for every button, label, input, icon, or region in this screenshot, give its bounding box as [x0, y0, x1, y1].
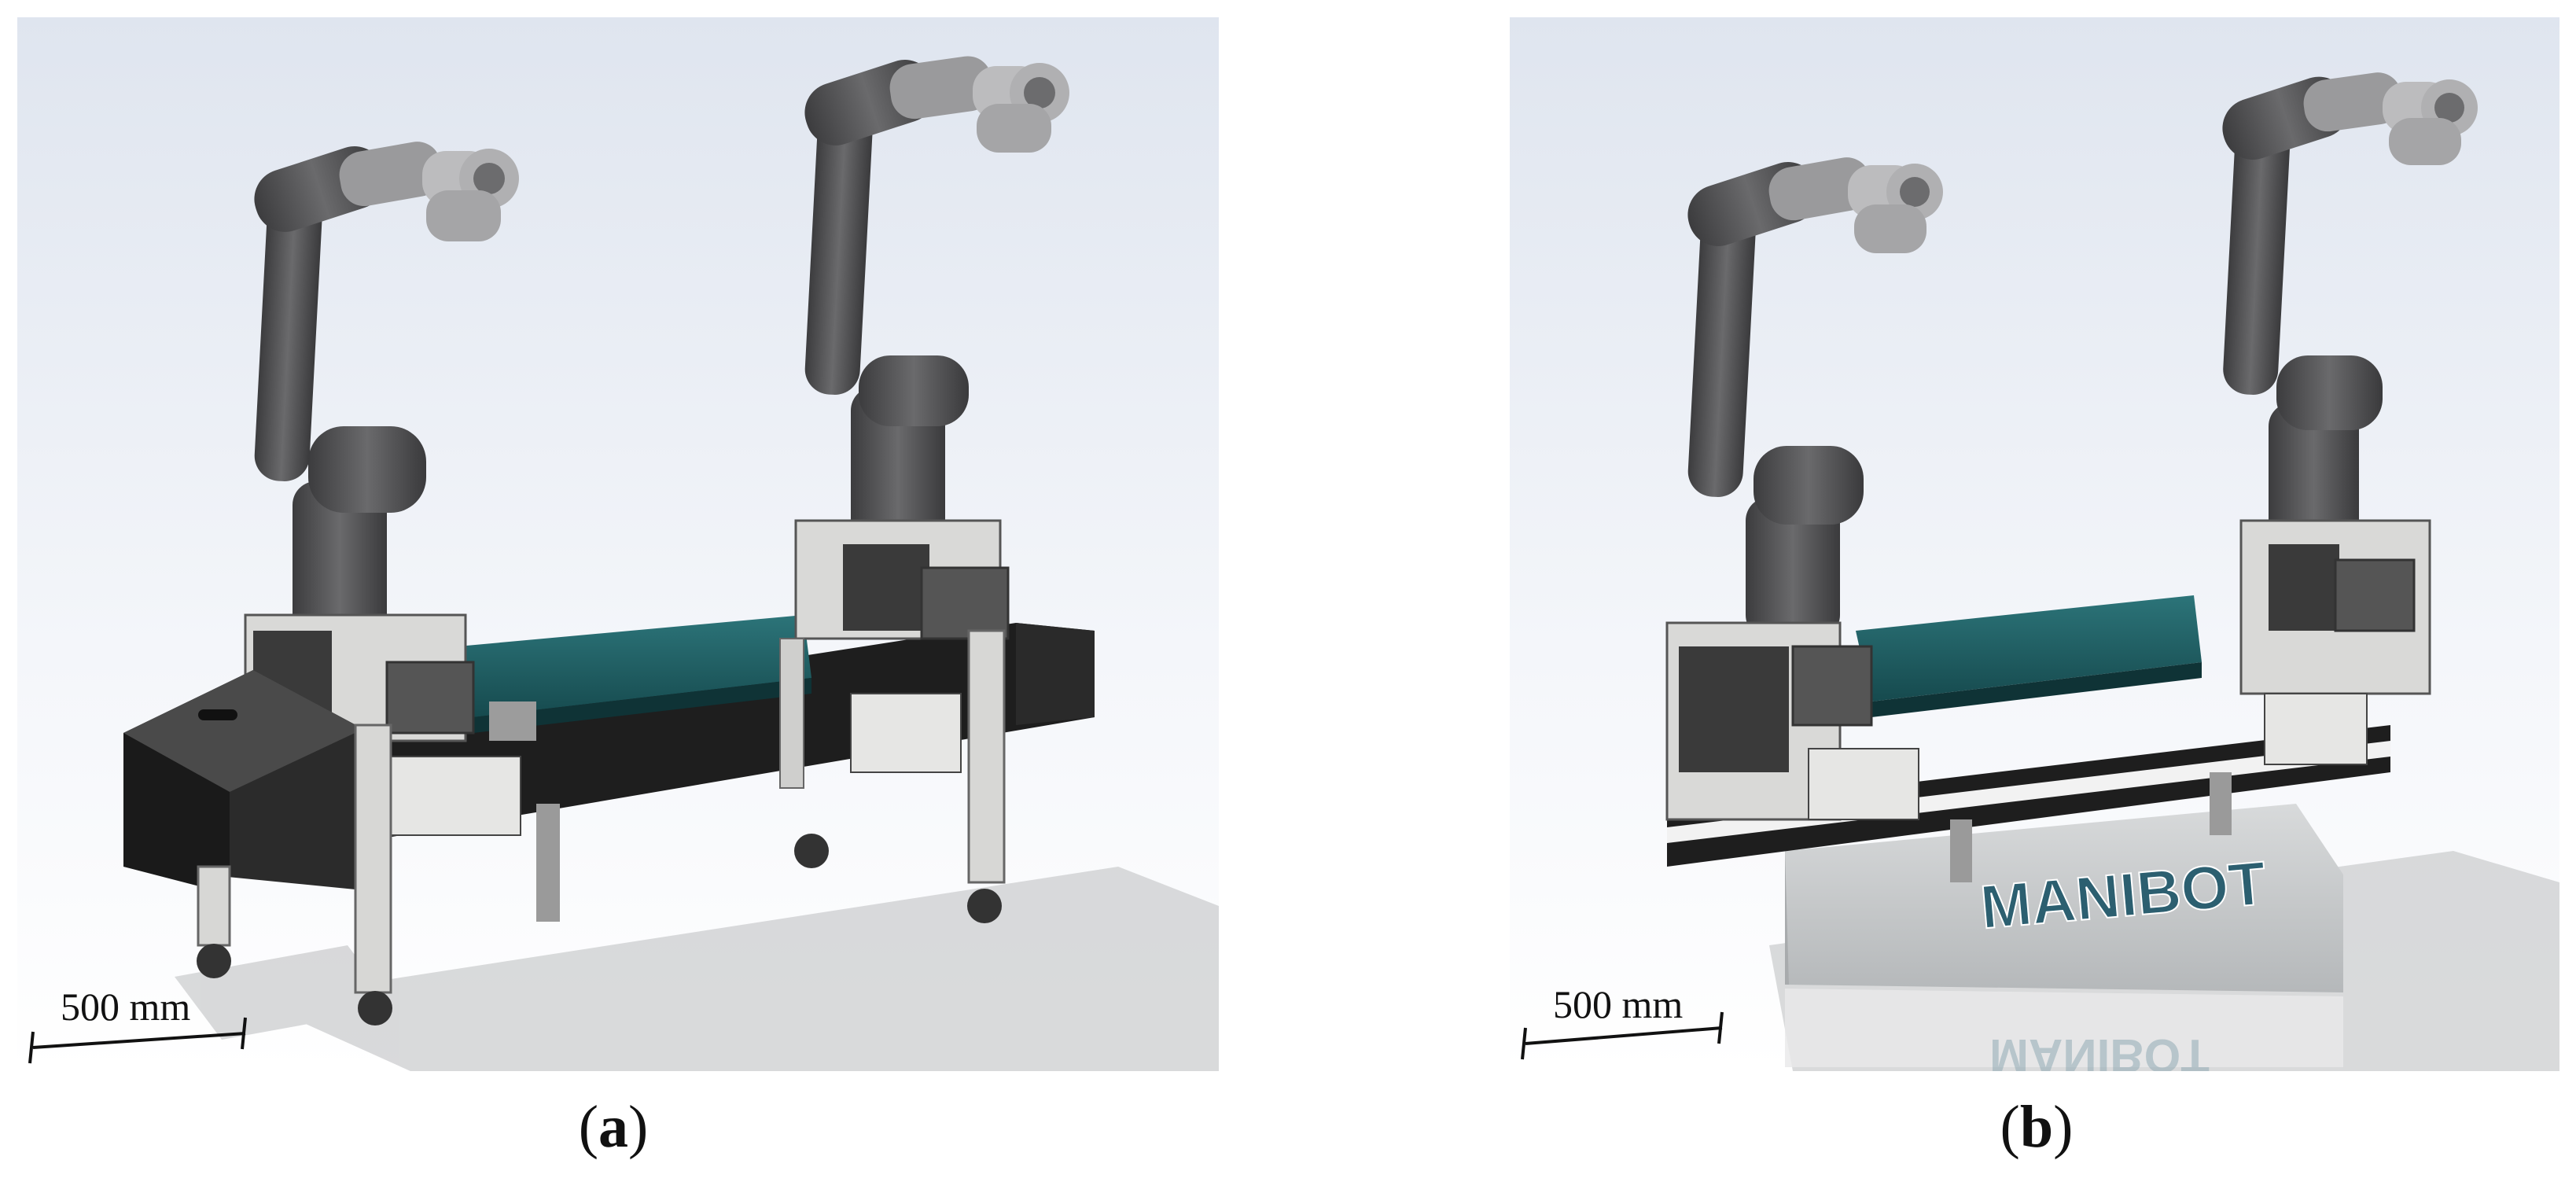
caption-b: (b): [2000, 1094, 2074, 1160]
caption-a-letter: a: [598, 1094, 628, 1160]
caption-b-letter: b: [2019, 1094, 2054, 1160]
caption-a: (a): [578, 1094, 649, 1160]
robot-arm-icon: [804, 56, 1069, 544]
conveyor-icon: [458, 615, 811, 733]
scale-bar-label: 500 mm: [61, 985, 190, 1029]
workstation-on-wheels-illustration: 500 mm: [17, 17, 1219, 1071]
agv-logo-reflection: MANIBOT: [1989, 1029, 2210, 1071]
scale-bar: 500 mm: [1521, 982, 1724, 1060]
scale-bar-label: 500 mm: [1553, 982, 1683, 1026]
workstation-on-agv-illustration: MANIBOT MANIBOT: [1510, 17, 2559, 1071]
robot-arm-icon: [2222, 72, 2478, 544]
robot-arm-icon: [254, 142, 519, 639]
panel-b-render: MANIBOT MANIBOT: [1510, 17, 2559, 1071]
conveyor-icon: [1856, 595, 2202, 717]
workstation-frame: [1665, 519, 2431, 882]
agv-base-icon: MANIBOT MANIBOT: [1785, 804, 2343, 1071]
scale-bar: 500 mm: [28, 985, 247, 1064]
caster-wheel-icon: [197, 834, 1002, 1026]
workstation-frame: [123, 519, 1095, 994]
robot-arm-icon: [1687, 157, 1943, 639]
panel-a-render: 500 mm: [17, 17, 1219, 1071]
